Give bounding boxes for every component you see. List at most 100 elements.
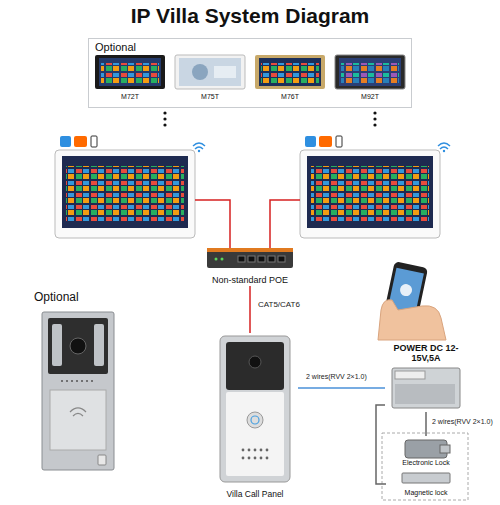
device-label: POWER DC 12-15V,5A: [387, 343, 465, 364]
device-label: Villa Call Panel: [226, 490, 283, 500]
wifi-icon: [438, 143, 450, 149]
monitor-frame: [255, 55, 325, 89]
switch-port: [278, 256, 285, 262]
panel-body: [42, 312, 114, 470]
call-button: [247, 412, 263, 428]
dot: [373, 117, 376, 120]
monitor-screen: [307, 156, 433, 228]
camera: [249, 356, 261, 368]
phone-icon: [91, 136, 97, 147]
app-icon: [74, 136, 87, 147]
screen-image: [192, 64, 208, 80]
cable-label: CAT5/CAT6: [256, 300, 302, 309]
panel-light: [52, 324, 62, 366]
panel-top: [226, 342, 284, 390]
lock-body: [402, 473, 450, 483]
screen-tiles: [341, 63, 399, 83]
speaker: [242, 449, 269, 460]
phone-icon: [336, 136, 342, 147]
switch-port: [238, 256, 245, 262]
monitor-frame: [335, 55, 405, 89]
card-symbol: [70, 408, 86, 416]
speaker-hole: [66, 380, 68, 382]
outdoor-panel-picture: [42, 312, 114, 470]
speaker-hole: [91, 380, 93, 382]
hand: [378, 300, 446, 340]
switch-port: [258, 256, 265, 262]
network-wire: [195, 200, 230, 248]
monitor-picture: [255, 55, 325, 89]
monitor-picture: [335, 55, 405, 89]
speaker-hole: [248, 457, 251, 460]
app-icon: [319, 136, 332, 147]
monitor-picture: [175, 55, 245, 89]
dot: [163, 111, 166, 114]
dot: [163, 123, 166, 126]
monitor-screen: [62, 156, 188, 228]
dot: [373, 123, 376, 126]
model-label: M92T: [361, 93, 379, 101]
device-label: Non-standard POE: [212, 275, 288, 285]
speaker-hole: [254, 449, 257, 452]
monitor-picture: [95, 55, 165, 89]
device-label: Electronic Lock: [402, 459, 449, 467]
speaker-hole: [242, 457, 245, 460]
band-heading: Optional: [95, 41, 136, 54]
speaker-hole: [248, 449, 251, 452]
speaker-hole: [242, 449, 245, 452]
switch-top: [207, 248, 293, 252]
call-button: [98, 455, 106, 465]
connector-group: [250, 286, 426, 484]
dot: [373, 111, 376, 114]
poe-switch-picture: [207, 248, 293, 268]
switch-led: [215, 258, 218, 261]
screen-tiles: [66, 166, 184, 222]
cable-connector: [376, 405, 386, 484]
wifi-icon: [193, 143, 205, 149]
monitor-model: M75T: [175, 50, 245, 102]
screen-tiles: [311, 166, 429, 222]
lock-group-frame: [382, 433, 468, 500]
speaker-hole: [76, 380, 78, 382]
speaker: [61, 380, 93, 382]
magnetic-lock-picture: [402, 473, 450, 483]
monitor-screen: [179, 58, 241, 86]
lock: Electronic Lock: [386, 436, 466, 468]
power-body: [392, 368, 460, 408]
monitor-screen: [99, 58, 161, 86]
monitor-model: M76T: [255, 50, 325, 102]
phone-picture: [378, 261, 446, 340]
speaker-hole: [86, 380, 88, 382]
wifi-icon: [443, 150, 445, 152]
camera: [70, 338, 86, 354]
screen-image: [214, 66, 236, 78]
monitor-frame: [95, 55, 165, 89]
outdoor-panel: Optional: [32, 290, 122, 474]
speaker-hole: [266, 457, 269, 460]
cable-connector: [298, 387, 385, 389]
switch-body: [207, 248, 293, 268]
cable-connector: [249, 286, 251, 333]
cable-label: 2 wires(RVV 2×1.0): [304, 373, 369, 381]
lock: Magnetic lock: [386, 470, 466, 498]
indoor-monitor: [300, 136, 450, 238]
call-panel: Villa Call Panel: [212, 333, 298, 501]
cable-label: 2 wires(RVV 2×1.0): [430, 418, 495, 426]
device-label: Magnetic lock: [405, 489, 448, 497]
panel-light: [94, 324, 104, 366]
poe-switch: Non-standard POE: [200, 244, 300, 286]
model-label: M76T: [281, 93, 299, 101]
screen-tiles: [101, 63, 159, 83]
panel-top: [48, 318, 108, 374]
panel-body: [220, 336, 290, 482]
terminal-strip: [395, 371, 425, 379]
call-panel-picture: [220, 336, 290, 482]
speaker-hole: [71, 380, 73, 382]
lock-bolt: [440, 445, 450, 453]
switch-led: [221, 258, 224, 261]
switch-port: [248, 256, 255, 262]
monitor-model: M92T: [335, 50, 405, 102]
dot: [163, 117, 166, 120]
